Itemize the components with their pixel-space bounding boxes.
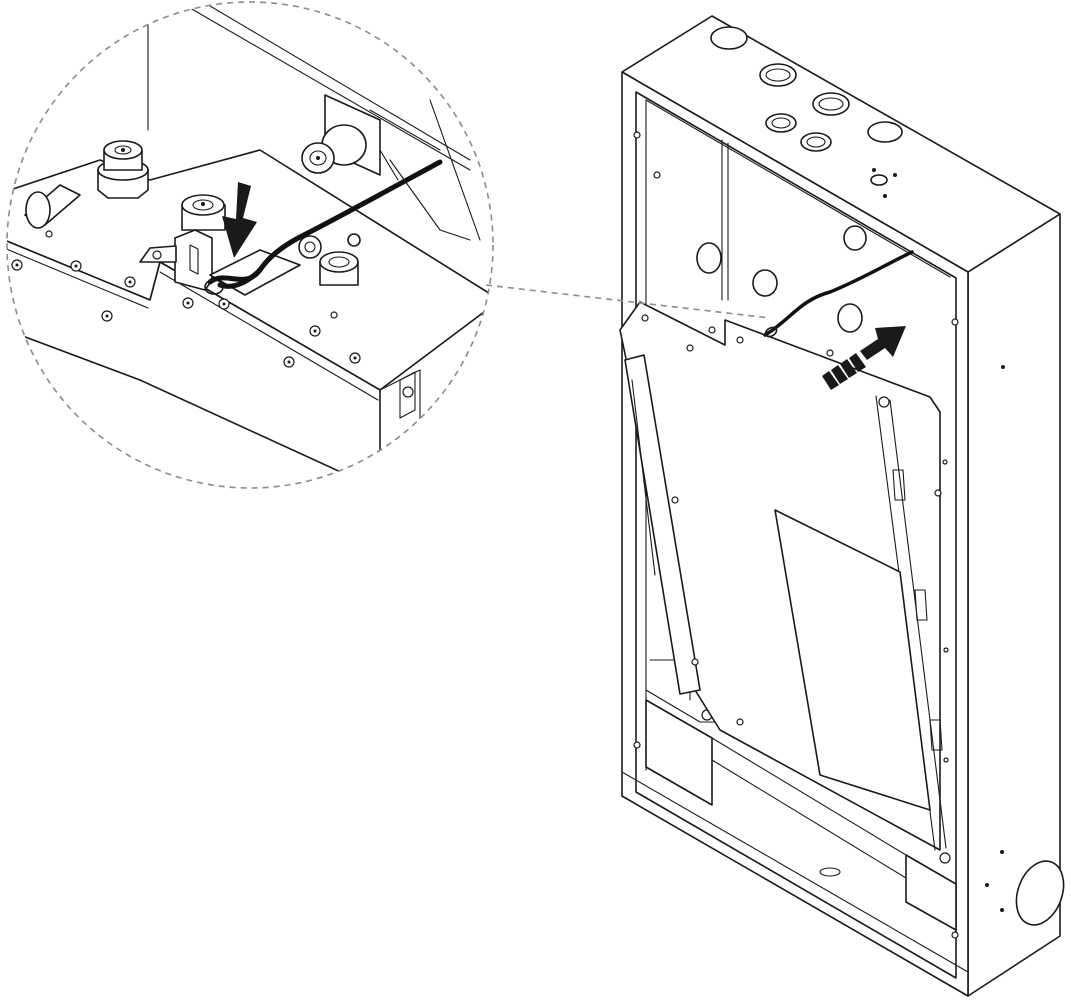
mounting-plate bbox=[619, 225, 949, 851]
detail-plate-front bbox=[7, 229, 381, 488]
enclosure-inner-opening bbox=[635, 91, 957, 979]
detail-gland-left bbox=[97, 140, 149, 199]
detail-callout bbox=[7, 2, 493, 488]
bottom-base bbox=[645, 699, 713, 806]
push-down-arrow bbox=[222, 182, 257, 258]
detail-callout-border bbox=[6, 1, 494, 489]
grounding-strap bbox=[207, 159, 443, 285]
side-knockout bbox=[1015, 860, 1065, 926]
detail-gland-back bbox=[301, 124, 367, 174]
detail-gland-right bbox=[298, 233, 361, 286]
enclosure-cable bbox=[763, 250, 914, 337]
slide-in-arrow-head bbox=[860, 326, 906, 360]
detail-gland-middle bbox=[181, 194, 226, 231]
top-knockouts bbox=[710, 26, 903, 198]
slide-in-arrow bbox=[822, 326, 906, 390]
plate-lower-panel bbox=[774, 509, 931, 811]
callout-leader-line bbox=[485, 284, 771, 319]
